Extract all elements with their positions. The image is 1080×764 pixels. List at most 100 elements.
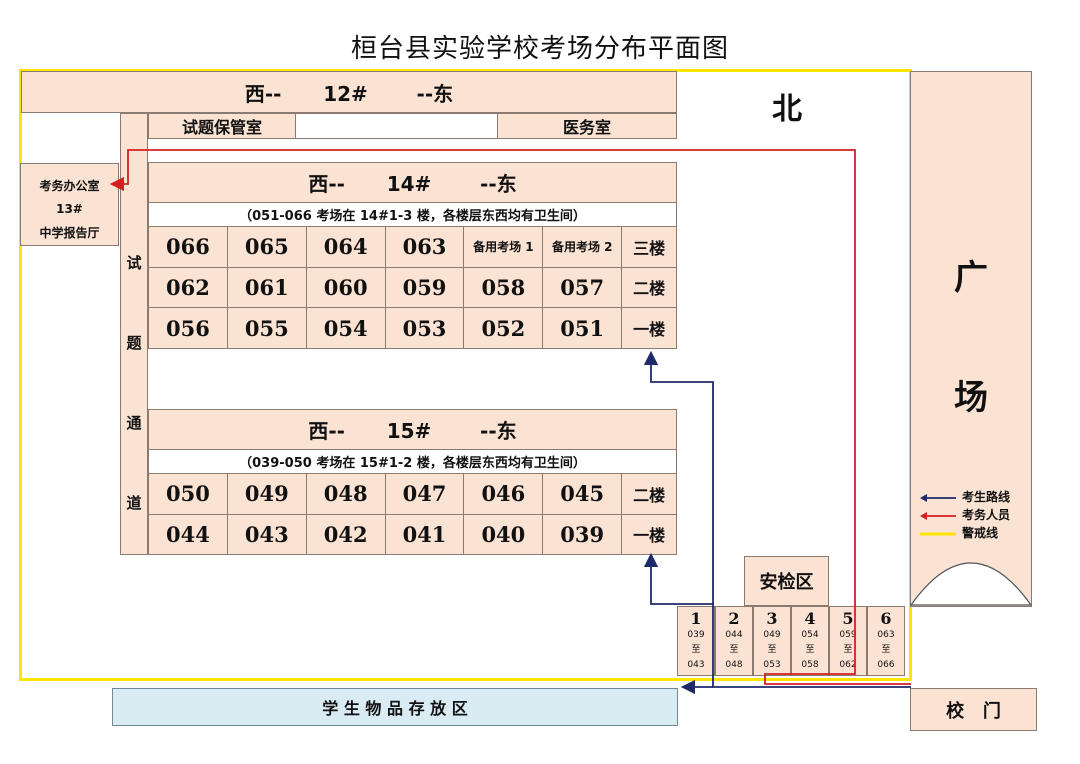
gate-number: 6 xyxy=(880,609,892,628)
corridor-char-4: 道 xyxy=(126,494,142,512)
map-title: 桓台县实验学校考场分布平面图 xyxy=(350,34,729,64)
building-14-note: （051-066 考场在 14#1-3 楼，各楼层东西均有卫生间） xyxy=(148,203,677,226)
exam-affairs-office: 考务办公室 13# 中学报告厅 xyxy=(20,163,119,246)
gate-number: 3 xyxy=(766,609,778,628)
office-line-3: 中学报告厅 xyxy=(39,226,100,240)
b14-room-064: 064 xyxy=(305,226,386,268)
b15-floor-label: 一楼 xyxy=(621,513,677,555)
b15-room-040: 040 xyxy=(463,513,544,555)
gate-range-from: 063 xyxy=(877,630,895,640)
security-check-area: 安检区 xyxy=(744,556,829,606)
gate-range-to-word: 至 xyxy=(881,645,891,655)
b14-room-052: 052 xyxy=(463,307,544,349)
gate-number: 1 xyxy=(690,609,702,628)
gate-range-from: 049 xyxy=(763,630,781,640)
building-14: 西-- 14# --东 xyxy=(148,162,677,203)
gate-range-to-word: 至 xyxy=(691,645,701,655)
gate-1: 1 039 至 043 xyxy=(677,606,715,676)
b15-room-043: 043 xyxy=(226,513,307,555)
b14-room-054: 054 xyxy=(305,307,386,349)
b14-room-059: 059 xyxy=(384,266,465,309)
gate-range-to: 048 xyxy=(725,660,743,670)
b14-room-053: 053 xyxy=(384,307,465,349)
b14-room-051: 051 xyxy=(542,307,623,349)
corridor-char-1: 试 xyxy=(126,254,142,272)
b15-room-047: 047 xyxy=(384,473,465,515)
building-15-note: （039-050 考场在 15#1-2 楼，各楼层东西均有卫生间） xyxy=(148,450,677,473)
b14-room-060: 060 xyxy=(305,266,386,309)
office-line-2: 13# xyxy=(56,202,83,216)
gate-number: 5 xyxy=(842,609,854,628)
plaza: 广 场 xyxy=(910,71,1032,607)
gate-range-to: 062 xyxy=(839,660,857,670)
school-gate: 校 门 xyxy=(910,688,1037,731)
student-storage-area: 学 生 物 品 存 放 区 xyxy=(112,688,678,726)
north-label: 北 xyxy=(772,92,802,127)
legend-item: 考生路线 xyxy=(920,488,1030,505)
b14-room-spare: 备用考场 2 xyxy=(542,226,623,268)
entry-gates: 1 039 至 043 2 044 至 048 3 049 至 053 4 054 至 058 5 059 至 062… xyxy=(677,606,905,676)
b15-room-044: 044 xyxy=(148,513,228,555)
gate-range-to-word: 至 xyxy=(767,645,777,655)
building-12: 西-- 12# --东 xyxy=(21,71,677,113)
exam-storage-room: 试题保管室 xyxy=(148,113,296,139)
gate-number: 2 xyxy=(728,609,740,628)
gate-range-to: 043 xyxy=(687,660,705,670)
plaza-char-2: 场 xyxy=(954,378,988,418)
plaza-char-1: 广 xyxy=(954,258,988,298)
legend-arrow-icon xyxy=(920,493,956,502)
legend-label: 考务人员 xyxy=(962,508,1011,522)
gate-range-to-word: 至 xyxy=(729,645,739,655)
b14-room-057: 057 xyxy=(542,266,623,309)
gate-2: 2 044 至 048 xyxy=(715,606,753,676)
b15-room-041: 041 xyxy=(384,513,465,555)
room-blank xyxy=(295,113,498,139)
gate-number: 4 xyxy=(804,609,816,628)
office-line-1: 考务办公室 xyxy=(39,179,100,193)
b14-room-056: 056 xyxy=(148,307,228,349)
plaza-arch xyxy=(910,562,1032,606)
legend-line-icon xyxy=(920,532,956,535)
b14-room-061: 061 xyxy=(226,266,307,309)
b14-room-065: 065 xyxy=(226,226,307,268)
b15-room-045: 045 xyxy=(542,473,623,515)
gate-range-to: 058 xyxy=(801,660,819,670)
gate-3: 3 049 至 053 xyxy=(753,606,791,676)
gate-range-to: 066 xyxy=(877,660,895,670)
b15-room-048: 048 xyxy=(305,473,386,515)
b14-floor-label: 三楼 xyxy=(621,226,677,268)
building-15: 西-- 15# --东 xyxy=(148,409,677,450)
gate-5: 5 059 至 062 xyxy=(829,606,867,676)
b15-floor-label: 二楼 xyxy=(621,473,677,515)
legend-label: 警戒线 xyxy=(962,526,999,540)
b14-room-058: 058 xyxy=(463,266,544,309)
gate-6: 6 063 至 066 xyxy=(867,606,905,676)
gate-range-from: 059 xyxy=(839,630,857,640)
gate-range-from: 039 xyxy=(687,630,705,640)
legend-arrow-icon xyxy=(920,511,956,520)
corridor-char-3: 通 xyxy=(126,414,142,432)
b15-room-039: 039 xyxy=(542,513,623,555)
gate-range-from: 054 xyxy=(801,630,819,640)
b15-room-050: 050 xyxy=(148,473,228,515)
exam-paper-corridor: 试 题 通 道 xyxy=(120,113,148,555)
b14-room-066: 066 xyxy=(148,226,228,268)
b15-room-042: 042 xyxy=(305,513,386,555)
gate-range-to: 053 xyxy=(763,660,781,670)
legend-label: 考生路线 xyxy=(962,490,1011,504)
b14-room-055: 055 xyxy=(226,307,307,349)
b15-room-046: 046 xyxy=(463,473,544,515)
gate-range-to-word: 至 xyxy=(843,645,853,655)
legend-item: 警戒线 xyxy=(920,524,1030,541)
gate-range-from: 044 xyxy=(725,630,743,640)
legend-item: 考务人员 xyxy=(920,506,1030,523)
b14-room-062: 062 xyxy=(148,266,228,309)
b14-floor-label: 二楼 xyxy=(621,266,677,309)
corridor-char-2: 题 xyxy=(126,334,142,352)
